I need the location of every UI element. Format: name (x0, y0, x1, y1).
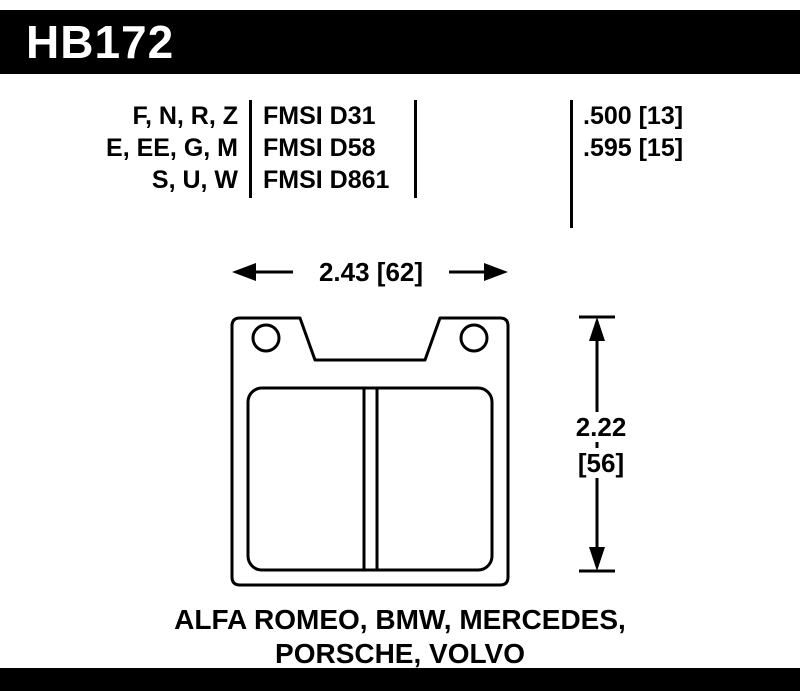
left-ear-hole (251, 323, 281, 353)
compound-codes: F, N, R, Z (132, 102, 238, 130)
header-bar: HB172 (0, 10, 800, 74)
fmsi-number: FMSI D58 (263, 134, 376, 162)
fmsi-number: FMSI D31 (263, 102, 376, 130)
table-column-divider (570, 100, 573, 228)
pad-thickness: .500 [13] (583, 102, 684, 130)
part-number: HB172 (26, 16, 175, 68)
table-column-divider (414, 100, 417, 198)
friction-material-outline (246, 386, 494, 572)
height-dimension-value: 2.22 (566, 412, 636, 442)
compound-codes: E, EE, G, M (106, 134, 238, 162)
applications-line-1: ALFA ROMEO, BMW, MERCEDES, (174, 604, 626, 635)
fmsi-number: FMSI D861 (263, 166, 390, 194)
height-dimension-arrow (579, 315, 615, 573)
height-dimension-bracket: [56] (566, 448, 636, 478)
table-column-divider (249, 100, 252, 198)
footer-bar (0, 668, 800, 691)
applications-line-2: PORSCHE, VOLVO (275, 638, 525, 669)
width-dimension-label: 2.43 [62] (293, 257, 449, 287)
pad-thickness: .595 [15] (583, 134, 684, 162)
right-ear-hole (459, 323, 489, 353)
compound-codes: S, U, W (151, 166, 238, 194)
backing-plate-outline (230, 316, 510, 587)
